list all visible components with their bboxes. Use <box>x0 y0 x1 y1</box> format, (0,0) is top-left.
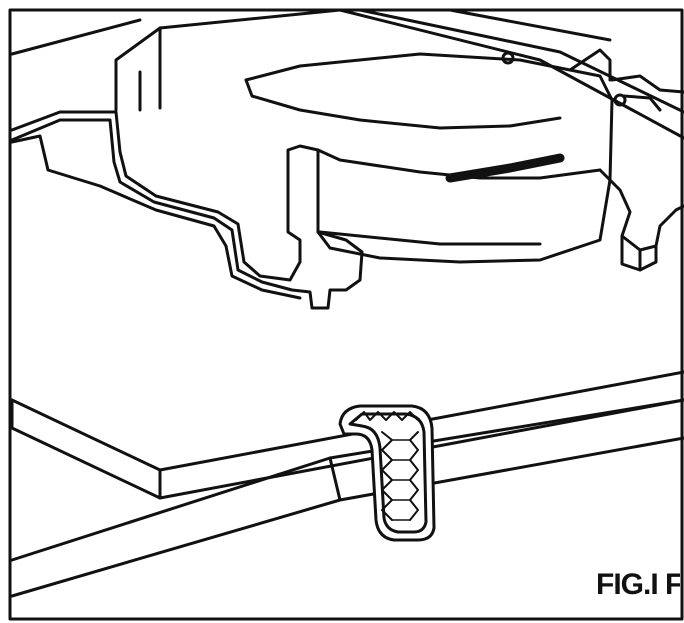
saw-arm <box>338 8 684 140</box>
figure-label: FIG.I F <box>596 568 680 601</box>
bevel-scale <box>445 153 565 183</box>
strap-clamp-icon <box>338 404 436 542</box>
saw-base <box>10 110 364 310</box>
